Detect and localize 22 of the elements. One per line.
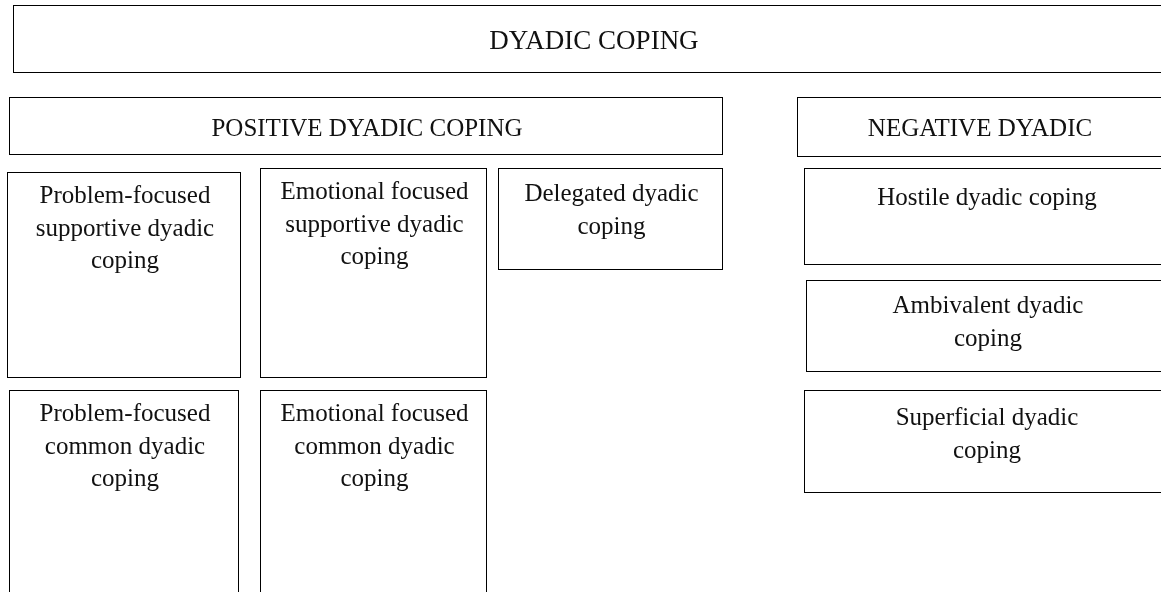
category-box — [806, 280, 1161, 372]
category-box — [804, 168, 1161, 265]
category-box — [9, 97, 723, 155]
category-label: Problem-focused common dyadic coping — [38, 398, 212, 493]
category-label: Ambivalent dyadic coping — [891, 290, 1085, 353]
category-label: Hostile dyadic coping — [876, 182, 1098, 212]
category-label: Emotional focused supportive dyadic coping — [279, 176, 470, 271]
category-label: DYADIC COPING — [488, 24, 700, 57]
category-label: POSITIVE DYADIC COPING — [210, 113, 524, 143]
category-box — [13, 5, 1161, 73]
category-label: Delegated dyadic coping — [523, 178, 700, 241]
category-box — [797, 97, 1161, 157]
category-box — [260, 168, 487, 378]
category-label: Problem-focused supportive dyadic coping — [34, 180, 216, 275]
category-box — [9, 390, 239, 592]
category-box — [7, 172, 241, 378]
category-box — [804, 390, 1161, 493]
category-label: NEGATIVE DYADIC — [866, 113, 1094, 143]
category-label: Superficial dyadic coping — [894, 402, 1080, 465]
category-box — [260, 390, 487, 592]
category-label: Emotional focused common dyadic coping — [279, 398, 470, 493]
category-box — [498, 168, 723, 270]
